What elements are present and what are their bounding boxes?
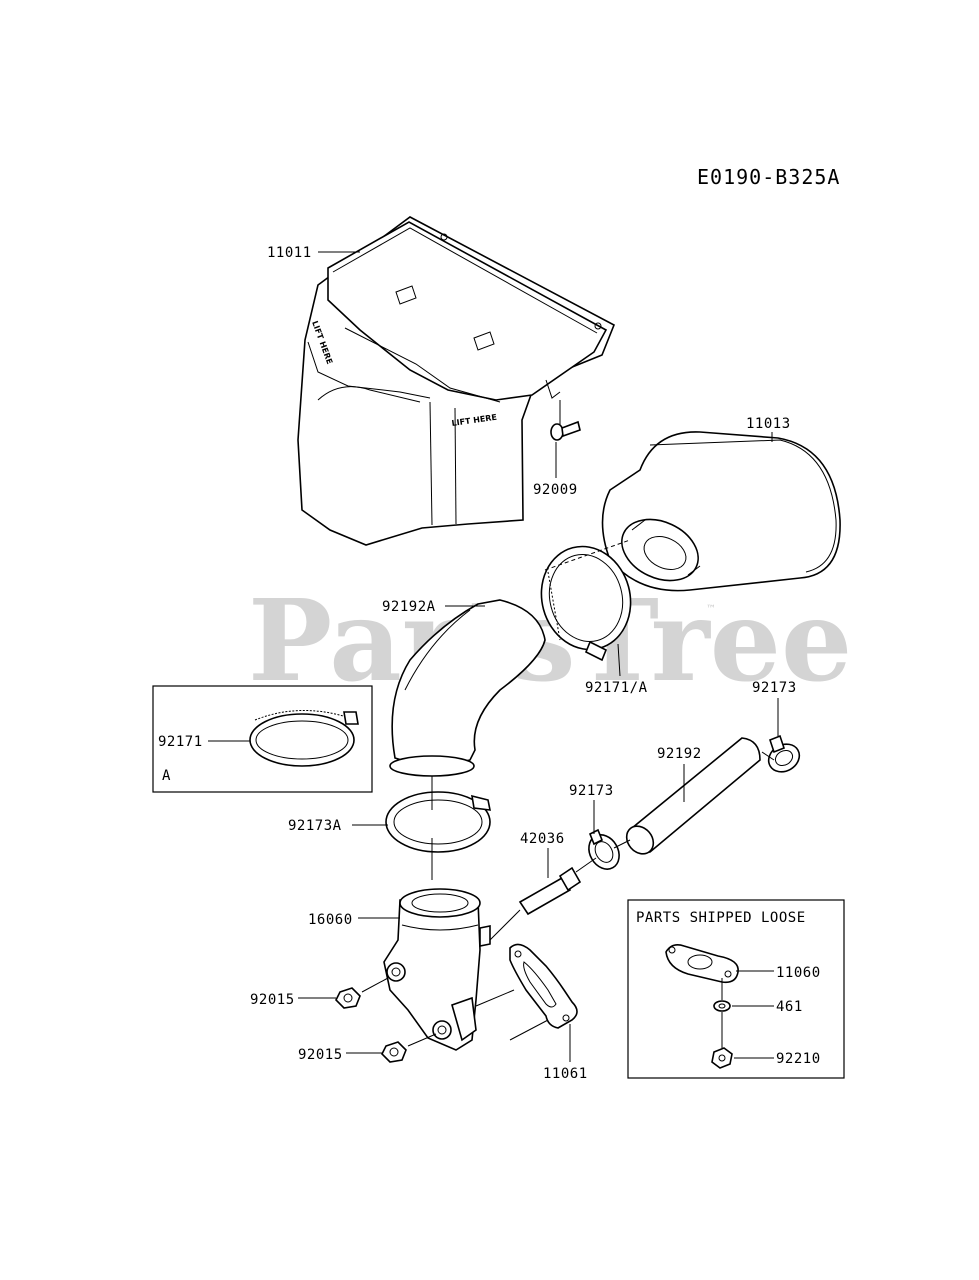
assembly-line-11 [509, 1019, 549, 1041]
callout-92015-upper[interactable]: 92015 [250, 992, 295, 1008]
inset-a-callout-92171[interactable]: 92171 [158, 734, 203, 750]
air-cleaner-cover[interactable]: LIFT HERE LIFT HERE [297, 216, 616, 546]
callout-92173-mid[interactable]: 92173 [569, 783, 614, 799]
inset-a-box: 92171 A [152, 685, 373, 793]
callout-92009[interactable]: 92009 [533, 482, 578, 498]
assembly-line-6 [613, 839, 631, 849]
nut-92210[interactable] [711, 1047, 733, 1069]
fitting-42036[interactable] [518, 866, 582, 916]
diagram-code: E0190-B325A [697, 165, 840, 189]
callout-92171-A[interactable]: 92171/A [585, 680, 648, 696]
callout-92015-lower[interactable]: 92015 [298, 1047, 343, 1063]
nut-92015-upper[interactable] [335, 987, 361, 1009]
callout-92173A[interactable]: 92173A [288, 818, 342, 834]
assembly-line-7 [761, 751, 775, 761]
assembly-line-10 [475, 989, 515, 1007]
assembly-line-4 [489, 909, 521, 941]
leader-92171-A [617, 643, 621, 677]
callout-11013[interactable]: 11013 [746, 416, 791, 432]
assembly-line-5 [575, 857, 597, 873]
callout-11060[interactable]: 11060 [776, 965, 821, 981]
hose-clamp-92173-right[interactable] [764, 734, 805, 777]
inset-a-letter: A [162, 768, 171, 784]
callout-11061[interactable]: 11061 [543, 1066, 588, 1082]
hose-clamp-92173A[interactable] [385, 791, 492, 853]
gasket-11060[interactable] [665, 944, 739, 984]
loose-box-title: PARTS SHIPPED LOOSE [636, 910, 806, 926]
callout-92192A[interactable]: 92192A [382, 599, 436, 615]
parts-shipped-loose-box: PARTS SHIPPED LOOSE 11060 461 92210 [627, 899, 845, 1079]
assembly-line-1 [544, 539, 631, 571]
nut-92015-lower[interactable] [381, 1041, 407, 1063]
callout-42036[interactable]: 42036 [520, 831, 565, 847]
assembly-line-9 [407, 1033, 437, 1047]
callout-461[interactable]: 461 [776, 999, 803, 1015]
assembly-line-8 [361, 977, 389, 993]
air-filter-element[interactable] [601, 431, 841, 592]
callout-16060[interactable]: 16060 [308, 912, 353, 928]
straight-hose[interactable] [621, 737, 761, 859]
intake-elbow[interactable] [383, 888, 491, 1051]
watermark-trademark: ™ [706, 604, 716, 615]
screw-92009[interactable] [550, 420, 581, 441]
inset-a-clamp[interactable] [249, 710, 359, 767]
washer-461[interactable] [713, 1000, 731, 1012]
elbow-hose[interactable] [389, 599, 546, 777]
callout-11011[interactable]: 11011 [267, 245, 312, 261]
callout-92192[interactable]: 92192 [657, 746, 702, 762]
gasket-11061[interactable] [509, 943, 578, 1029]
hose-clamp-92171[interactable] [530, 536, 642, 662]
hose-clamp-92173-mid[interactable] [583, 828, 625, 874]
callout-92210[interactable]: 92210 [776, 1051, 821, 1067]
callout-92173-right[interactable]: 92173 [752, 680, 797, 696]
